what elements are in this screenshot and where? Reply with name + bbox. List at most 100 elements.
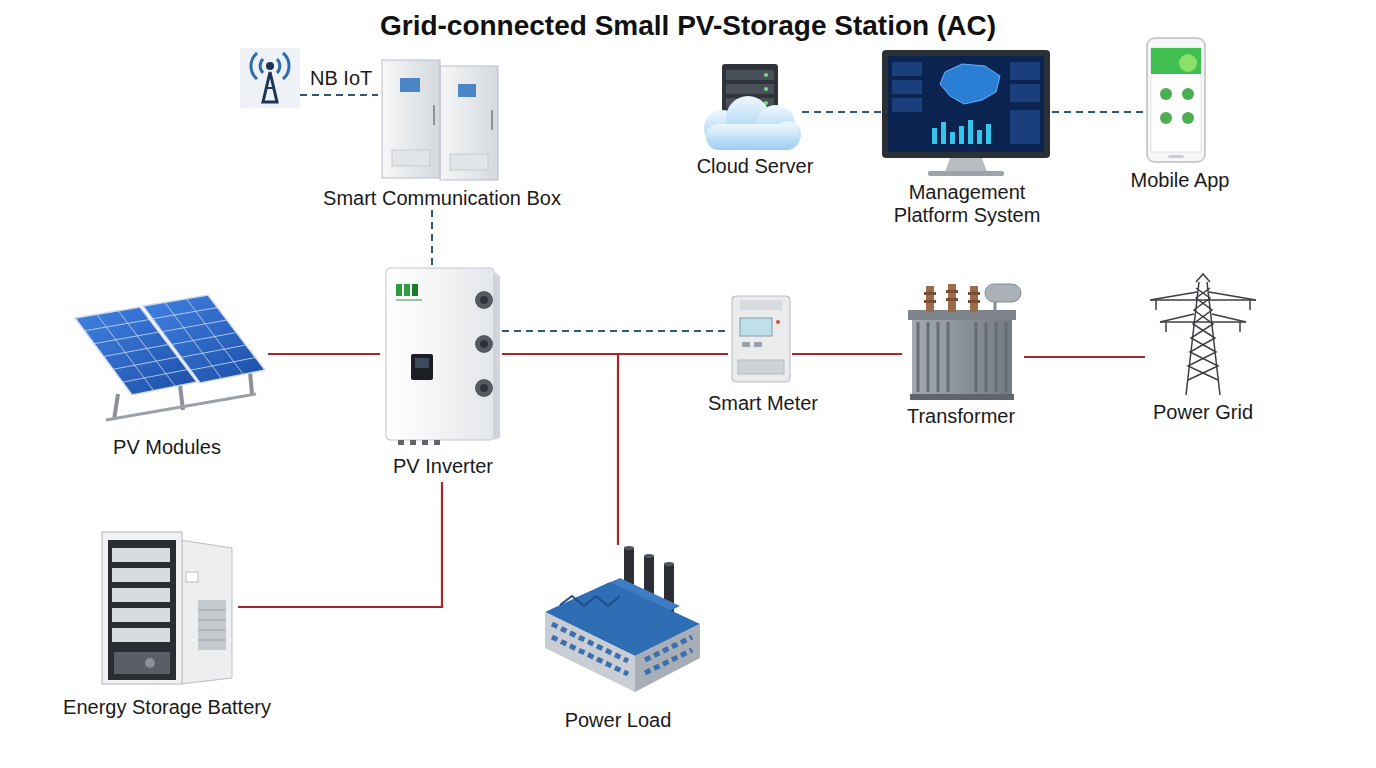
solar-panel-illustration-part xyxy=(85,320,150,331)
inverter-illustration-part xyxy=(386,268,494,440)
solar-panel-illustration-part xyxy=(94,332,159,344)
antenna-icon-part xyxy=(251,53,257,79)
inverter-illustration-part xyxy=(480,340,488,348)
transformer-illustration-part xyxy=(985,284,1021,302)
antenna-icon-part xyxy=(260,59,263,73)
power-line xyxy=(268,353,380,355)
device-node: Smart Meter xyxy=(728,294,792,384)
monitor-icon-part xyxy=(1010,84,1040,102)
monitor-icon-part xyxy=(977,130,982,144)
monitor-icon-part xyxy=(892,62,922,76)
communication-cabinet-part xyxy=(450,154,488,170)
node-label: Power Load xyxy=(565,709,672,732)
solar-panel-illustration-part xyxy=(114,394,118,420)
inverter-illustration-part xyxy=(475,335,493,353)
transmission-tower-part xyxy=(1212,314,1246,322)
battery-cabinet-part xyxy=(198,600,226,650)
phone-icon-part xyxy=(1147,38,1205,162)
transformer-illustration-part xyxy=(968,300,980,303)
battery-cabinet-part xyxy=(198,630,226,631)
power-line xyxy=(502,354,618,545)
transformer-illustration-part xyxy=(926,286,934,312)
node-label: Management Platform System xyxy=(882,181,1052,227)
data-link xyxy=(300,94,378,96)
transmission-tower-part xyxy=(1160,321,1246,323)
factory-illustration-part xyxy=(644,554,654,558)
transformer-illustration-part xyxy=(924,300,936,303)
platform-node: Management Platform System xyxy=(882,50,1052,178)
node-label: NB IoT xyxy=(310,67,372,90)
antenna-icon-part xyxy=(263,72,277,102)
transformer-illustration-part xyxy=(1005,322,1008,392)
antenna-icon-part xyxy=(283,53,289,79)
inverter-illustration-part xyxy=(404,284,410,296)
factory-illustration xyxy=(545,546,700,692)
app-node: Mobile App xyxy=(1145,38,1207,164)
inverter-illustration-part xyxy=(422,440,428,445)
device-node: Smart Communication Box xyxy=(378,58,502,210)
grid-node: Power Grid xyxy=(1145,278,1263,396)
cloud-server-icon-part xyxy=(726,84,774,94)
data-link xyxy=(1052,111,1145,113)
monitor-icon-part xyxy=(950,132,955,144)
antenna-icon-part xyxy=(266,87,274,89)
node-label: Smart Meter xyxy=(708,392,818,415)
antenna-icon xyxy=(240,48,300,108)
inverter-illustration-part xyxy=(480,384,488,392)
phone-icon-part xyxy=(1160,88,1172,100)
battery-cabinet-part xyxy=(186,572,198,582)
server-node: Cloud Server xyxy=(698,62,802,152)
transformer-illustration-part xyxy=(968,292,980,295)
transformer-illustration-part xyxy=(947,322,950,392)
battery-cabinet-part xyxy=(112,568,170,582)
battery-cabinet-part xyxy=(180,540,232,684)
transformer-illustration-part xyxy=(912,318,1012,396)
phone-icon-part xyxy=(1168,155,1184,158)
phone-icon-part xyxy=(1151,48,1201,152)
antenna-icon-part xyxy=(266,62,274,70)
solar-panel-illustration-part xyxy=(143,295,265,383)
power-line xyxy=(1024,356,1145,358)
battery-cabinet-part xyxy=(102,532,182,684)
transmission-tower-part xyxy=(1239,322,1241,332)
phone-icon-part xyxy=(1151,48,1201,74)
inverter-illustration-part xyxy=(396,284,402,296)
inverter-illustration-part xyxy=(475,379,493,397)
transformer-illustration-part xyxy=(924,292,936,295)
communication-cabinet-part xyxy=(433,105,435,125)
device-node: Energy Storage Battery xyxy=(98,528,238,688)
data-link xyxy=(502,330,728,332)
phone-icon-part xyxy=(1179,54,1197,72)
inverter-illustration-part xyxy=(480,296,488,304)
factory-illustration-part xyxy=(552,637,628,674)
solar-panel-illustration-part xyxy=(113,357,178,369)
meter-illustration-part xyxy=(738,360,784,374)
transformer-illustration-part xyxy=(908,310,1016,320)
communication-cabinet-part xyxy=(382,60,440,178)
battery-cabinet-part xyxy=(198,640,226,641)
solar-panel-illustration-part xyxy=(250,372,252,394)
inverter-illustration-part xyxy=(411,354,433,380)
communication-cabinet-part xyxy=(392,150,430,166)
antenna-icon-part xyxy=(277,59,280,73)
communication-cabinet-part xyxy=(458,84,476,97)
monitor-icon-part xyxy=(986,124,991,144)
battery-cabinet xyxy=(102,532,232,684)
power-line xyxy=(238,482,442,607)
meter-illustration-part xyxy=(776,320,780,324)
battery-cabinet-part xyxy=(114,652,170,674)
battery-cabinet-part xyxy=(112,548,170,562)
monitor-icon-part xyxy=(941,122,946,144)
node-label: Energy Storage Battery xyxy=(63,696,271,719)
cloud-server-icon-part xyxy=(764,73,768,77)
antenna-node: NB IoT xyxy=(240,48,300,108)
node-label: PV Modules xyxy=(113,436,221,459)
monitor-icon-part xyxy=(940,64,1000,104)
node-label: Cloud Server xyxy=(697,155,814,178)
battery-cabinet-part xyxy=(198,610,226,611)
data-link xyxy=(431,210,433,265)
node-label: Mobile App xyxy=(1131,169,1230,192)
phone-icon-part xyxy=(1182,112,1194,124)
meter-illustration xyxy=(732,296,790,382)
